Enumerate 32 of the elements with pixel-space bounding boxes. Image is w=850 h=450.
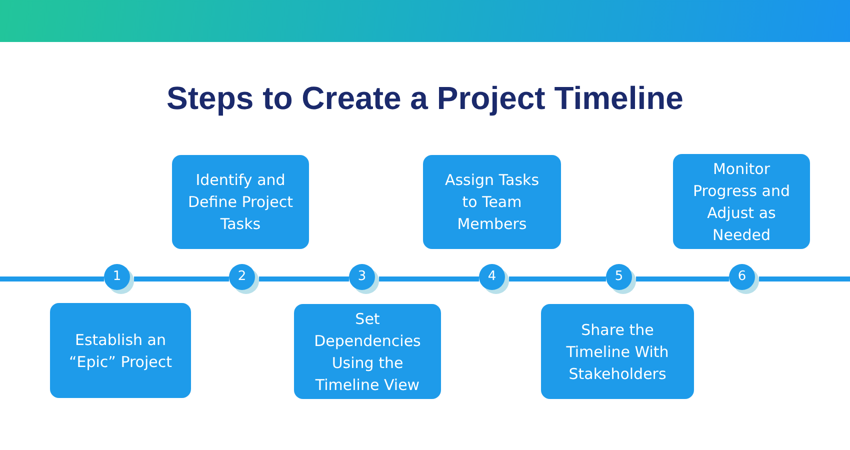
step-number: 2	[236, 268, 248, 286]
step-box	[423, 155, 561, 249]
step-box	[673, 154, 810, 249]
step-box	[50, 303, 191, 398]
number-circle	[729, 264, 759, 294]
step-number: 3	[356, 268, 368, 286]
step-label: Establish an “Epic” Project	[68, 330, 174, 372]
timeline-line	[0, 276, 104, 282]
step-label: Set Dependencies Using the Timeline View	[313, 308, 422, 396]
timeline-line	[259, 276, 349, 282]
timeline-line	[379, 276, 479, 282]
step-number: 6	[736, 268, 748, 286]
timeline-line	[636, 276, 729, 282]
timeline-line	[759, 276, 850, 282]
timeline-line	[134, 276, 229, 282]
step-label: Assign Tasks to Team Members	[444, 170, 540, 235]
diagram-title: Steps to Create a Project Timeline	[166, 79, 684, 117]
step-box	[172, 155, 309, 249]
number-circle	[479, 264, 509, 294]
number-circle	[229, 264, 259, 294]
step-number: 5	[614, 268, 624, 286]
step-label: Share the Timeline With Stakeholders	[565, 320, 670, 384]
step-label: Monitor Progress and Adjust as Needed	[692, 158, 791, 246]
timeline-line	[509, 276, 606, 282]
step-number: 1	[112, 268, 122, 286]
number-circle	[349, 264, 379, 294]
step-label: Identify and Define Project Tasks	[186, 170, 294, 235]
number-circle	[104, 264, 134, 294]
step-number: 4	[486, 268, 498, 286]
number-circle	[606, 264, 636, 294]
step-box	[541, 304, 694, 399]
step-box	[294, 304, 441, 399]
